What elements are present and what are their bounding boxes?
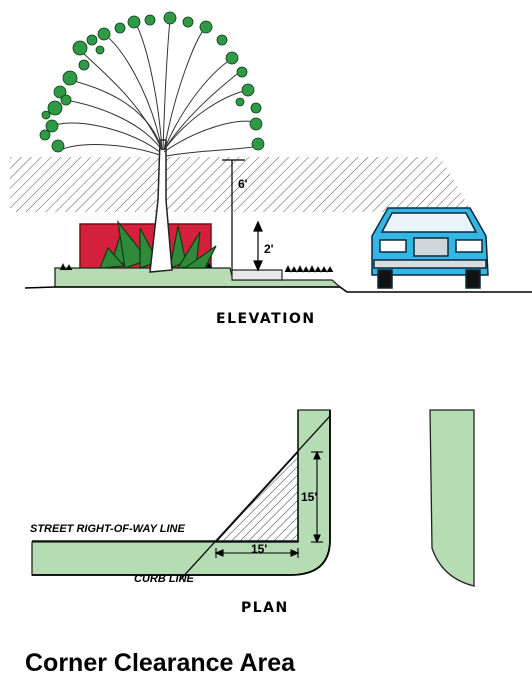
corner-clearance-triangle (214, 450, 299, 543)
plan-view (31, 409, 475, 587)
street-right-of-way-label: STREET RIGHT-OF-WAY LINE (30, 523, 185, 535)
main-title: Corner Clearance Area (25, 649, 296, 677)
car-grille (413, 237, 449, 257)
elevation-title: ELEVATION (216, 311, 316, 327)
ground-line (24, 286, 532, 293)
dim-label-2ft: 2' (264, 242, 274, 256)
plan-right-strip (429, 409, 475, 587)
car-headlight-left (379, 239, 407, 253)
plan-title: PLAN (241, 600, 289, 616)
car-windshield (380, 212, 478, 233)
tree-leaves (39, 11, 265, 153)
tree-branches (54, 19, 259, 157)
sidewalk-slab (231, 269, 283, 281)
car-wheel-left (377, 269, 393, 289)
sight-line (179, 415, 331, 581)
plan-dimension-lines (214, 450, 323, 558)
dim-label-15ft-vertical: 15' (301, 490, 318, 504)
sight-clearance-zone (10, 157, 472, 212)
curb-line-label: CURB LINE (134, 573, 194, 585)
car-wheel-right (465, 269, 481, 289)
car (371, 207, 489, 289)
car-headlight-right (455, 239, 483, 253)
elevation-dimension-lines (222, 159, 263, 272)
dim-label-15ft-horizontal: 15' (251, 542, 268, 556)
car-bumper (373, 259, 487, 269)
elevation-view (10, 11, 532, 293)
curb-line (32, 410, 331, 576)
dim-label-6ft: 6' (238, 177, 248, 191)
